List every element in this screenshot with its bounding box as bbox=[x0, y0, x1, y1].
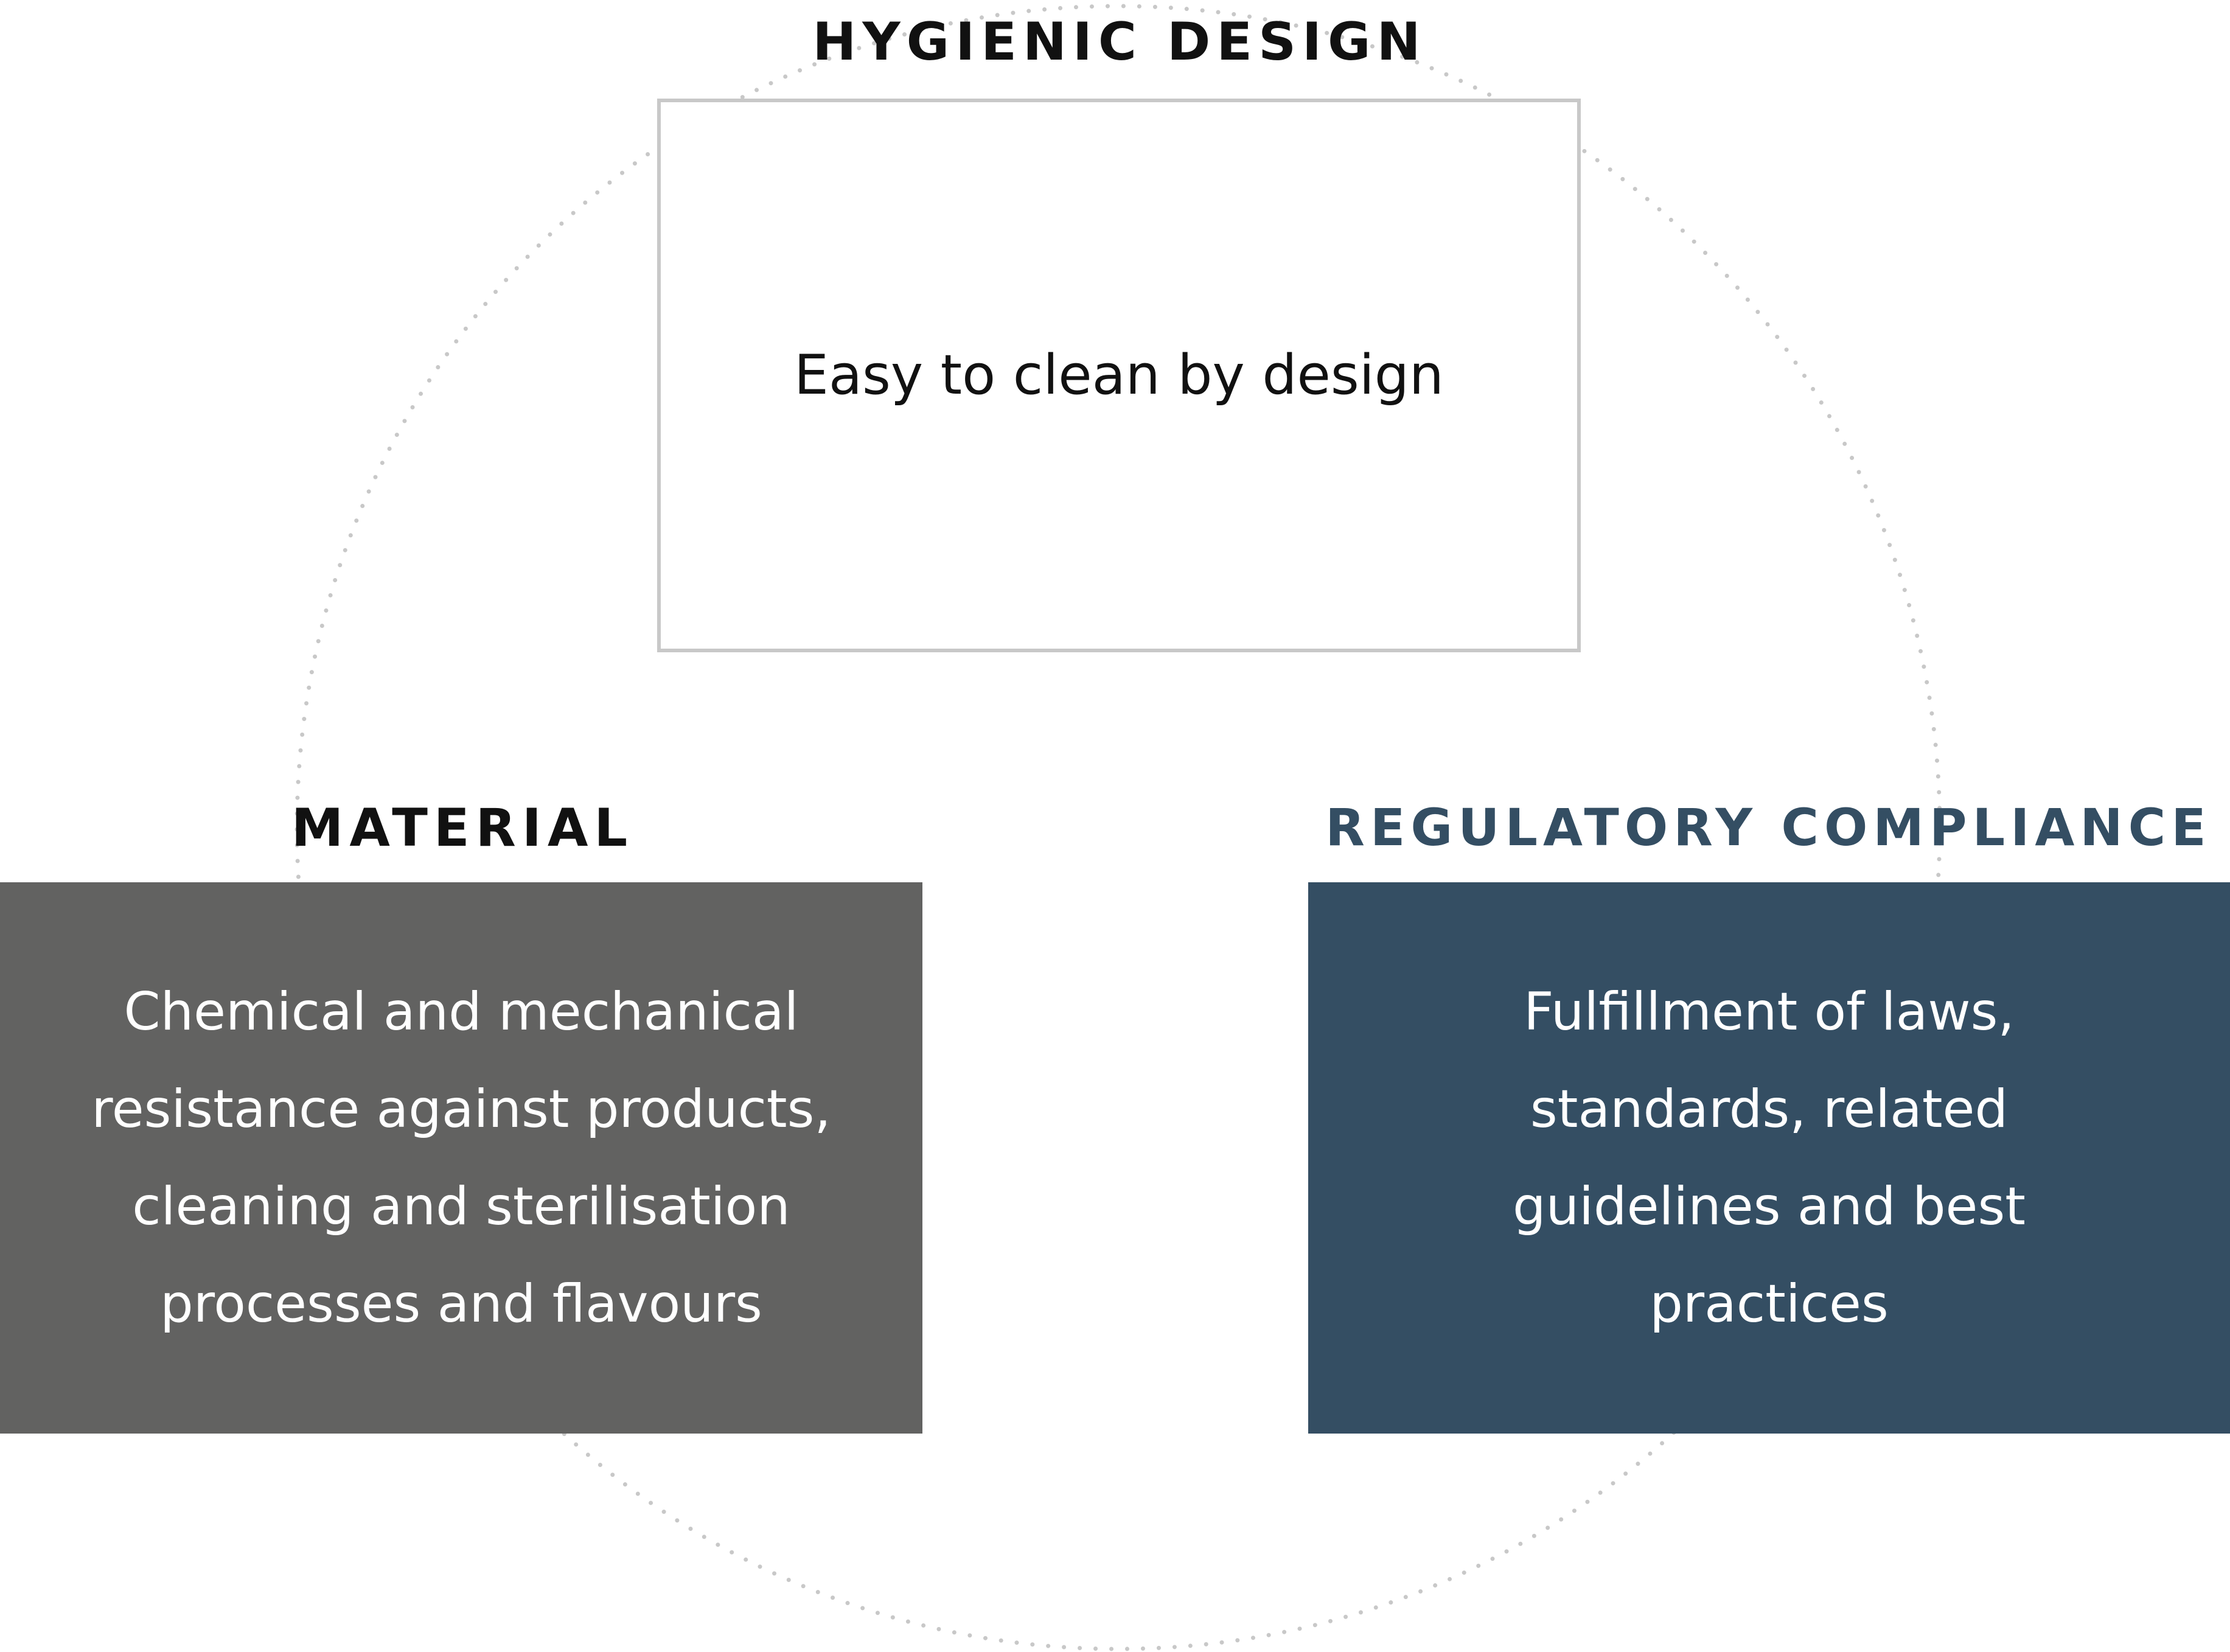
hygienic-design-heading: HYGIENIC DESIGN bbox=[812, 12, 1427, 72]
regulatory-compliance-text: Fulfillment of laws, standards, related … bbox=[1513, 981, 2026, 1334]
material-box: Chemical and mechanical resistance again… bbox=[0, 882, 922, 1434]
regulatory-compliance-box: Fulfillment of laws, standards, related … bbox=[1308, 882, 2230, 1434]
hygienic-design-box: Easy to clean by design bbox=[657, 99, 1581, 652]
hygienic-design-text: Easy to clean by design bbox=[794, 343, 1444, 407]
regulatory-compliance-heading: REGULATORY COMPLIANCE bbox=[1325, 798, 2212, 857]
material-text: Chemical and mechanical resistance again… bbox=[91, 981, 831, 1334]
material-heading: MATERIAL bbox=[291, 798, 634, 859]
